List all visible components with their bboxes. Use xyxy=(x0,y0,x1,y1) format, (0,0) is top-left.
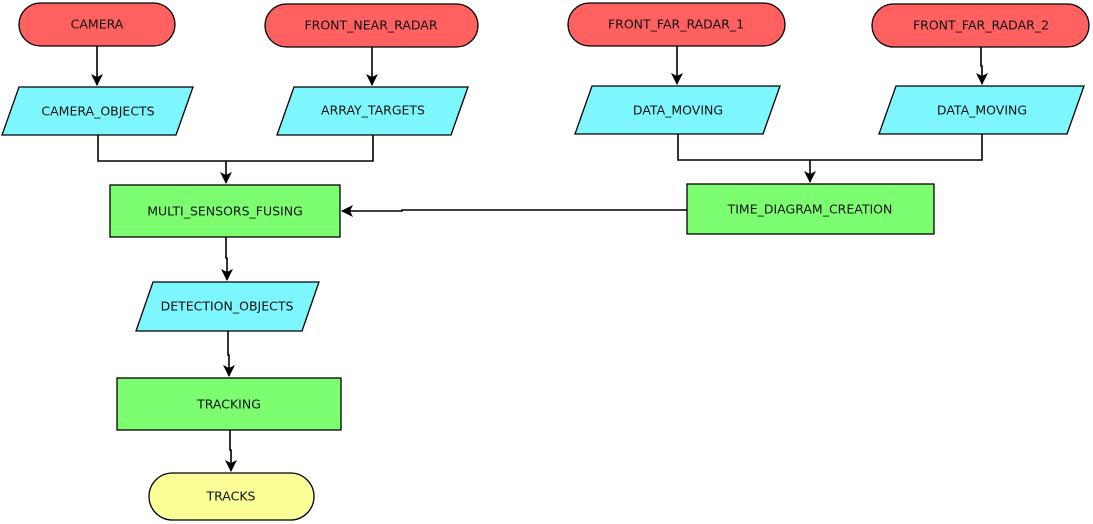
terminal-shape xyxy=(18,2,176,47)
node-label: MULTI_SENSORS_FUSING xyxy=(147,204,303,219)
node-front-far-radar-1: FRONT_FAR_RADAR_1 xyxy=(567,2,786,47)
node-detection-objects: DETECTION_OBJECTS xyxy=(135,281,320,332)
edges xyxy=(91,46,988,472)
edge-merge-data-moving xyxy=(677,134,983,161)
node-front-near-radar: FRONT_NEAR_RADAR xyxy=(264,3,479,48)
node-data-moving-2: DATA_MOVING xyxy=(878,85,1085,135)
process-shape xyxy=(116,377,342,431)
node-label: CAMERA_OBJECTS xyxy=(41,104,154,119)
node-label: DATA_MOVING xyxy=(937,103,1027,118)
edge-front-far-radar-2-to-data-moving xyxy=(976,47,988,85)
terminal-shape xyxy=(148,472,315,521)
node-label: DATA_MOVING xyxy=(633,103,723,118)
edge-merge-camera-array xyxy=(97,135,374,162)
node-label: FRONT_FAR_RADAR_2 xyxy=(913,18,1049,33)
data-shape xyxy=(574,85,781,135)
edge-detection-objects-to-tracking xyxy=(223,331,235,377)
node-data-moving-1: DATA_MOVING xyxy=(574,85,781,135)
process-shape xyxy=(686,183,935,235)
node-label: TIME_DIAGRAM_CREATION xyxy=(727,202,893,217)
node-time-diagram-creation: TIME_DIAGRAM_CREATION xyxy=(686,183,935,235)
node-label: FRONT_NEAR_RADAR xyxy=(304,18,437,33)
node-front-far-radar-2: FRONT_FAR_RADAR_2 xyxy=(871,3,1090,48)
node-camera: CAMERA xyxy=(18,2,176,47)
data-shape xyxy=(878,85,1085,135)
data-shape xyxy=(135,281,320,332)
edge-time-diagram-to-multi-sensors-fusing xyxy=(341,205,687,217)
data-shape xyxy=(1,86,194,136)
data-shape xyxy=(276,86,469,136)
edge-tracking-to-tracks xyxy=(225,430,237,472)
node-label: FRONT_FAR_RADAR_1 xyxy=(608,17,744,32)
node-camera-objects: CAMERA_OBJECTS xyxy=(1,86,194,136)
edge-fusing-to-detection-objects xyxy=(221,237,233,281)
node-label: DETECTION_OBJECTS xyxy=(161,299,294,314)
node-array-targets: ARRAY_TARGETS xyxy=(276,86,469,136)
node-tracking: TRACKING xyxy=(116,377,342,431)
node-label: ARRAY_TARGETS xyxy=(321,103,425,118)
process-shape xyxy=(109,184,341,238)
node-label: TRACKING xyxy=(196,397,261,412)
node-label: CAMERA xyxy=(71,17,124,32)
terminal-shape xyxy=(871,3,1090,48)
terminal-shape xyxy=(264,3,479,48)
node-tracks: TRACKS xyxy=(148,472,315,521)
node-label: TRACKS xyxy=(205,489,255,504)
terminal-shape xyxy=(567,2,786,47)
node-multi-sensors-fusing: MULTI_SENSORS_FUSING xyxy=(109,184,341,238)
